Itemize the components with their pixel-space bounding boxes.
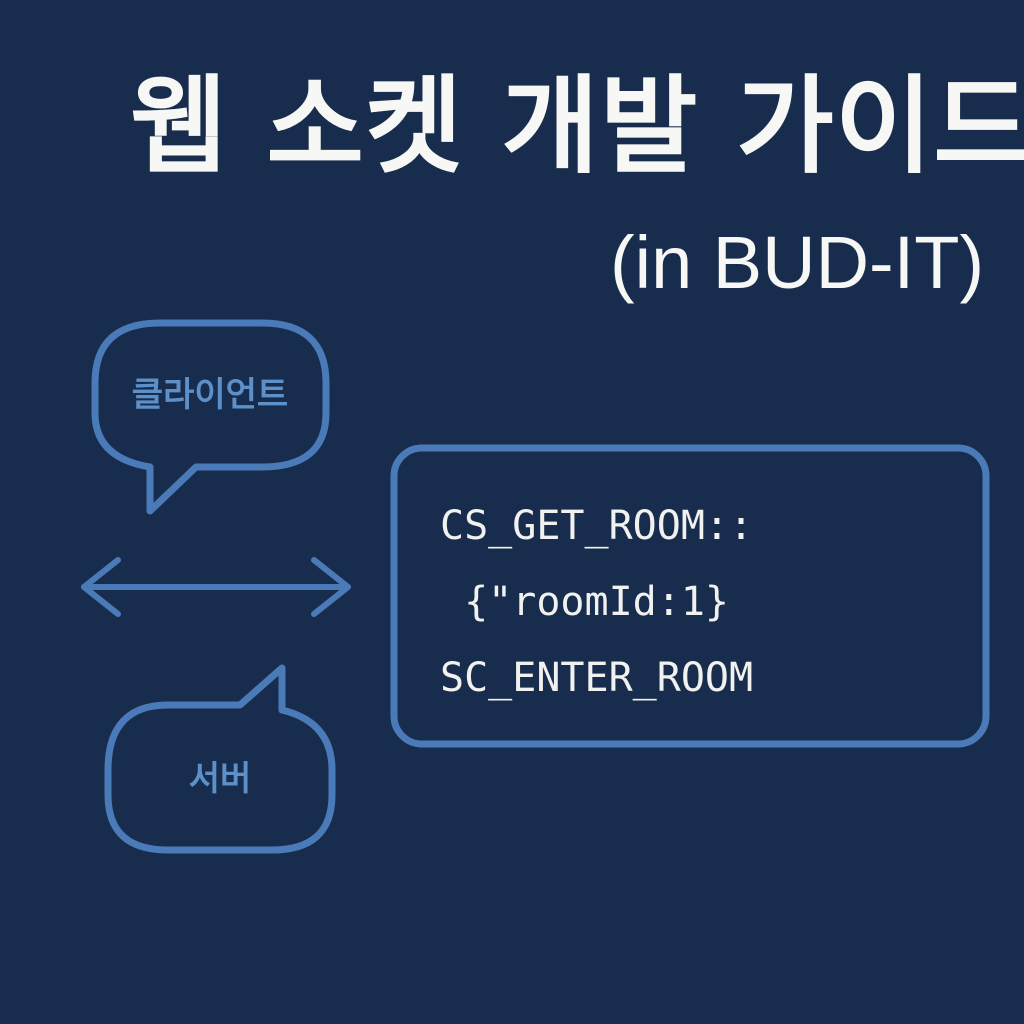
- message-line-get-room: CS_GET_ROOM::: [440, 503, 754, 549]
- page-title: 웹 소켓 개발 가이드: [130, 65, 1024, 188]
- page-subtitle: (in BUD-IT): [610, 221, 985, 304]
- client-label: 클라이언트: [131, 375, 289, 415]
- server-speech-bubble: [104, 664, 336, 854]
- server-label: 서버: [188, 759, 252, 799]
- message-line-enter-room: SC_ENTER_ROOM: [440, 655, 754, 701]
- message-line-payload: {"roomId:1}: [440, 579, 729, 625]
- client-speech-bubble: [91, 319, 330, 515]
- message-box: [390, 444, 990, 748]
- double-arrow-icon: [81, 557, 351, 617]
